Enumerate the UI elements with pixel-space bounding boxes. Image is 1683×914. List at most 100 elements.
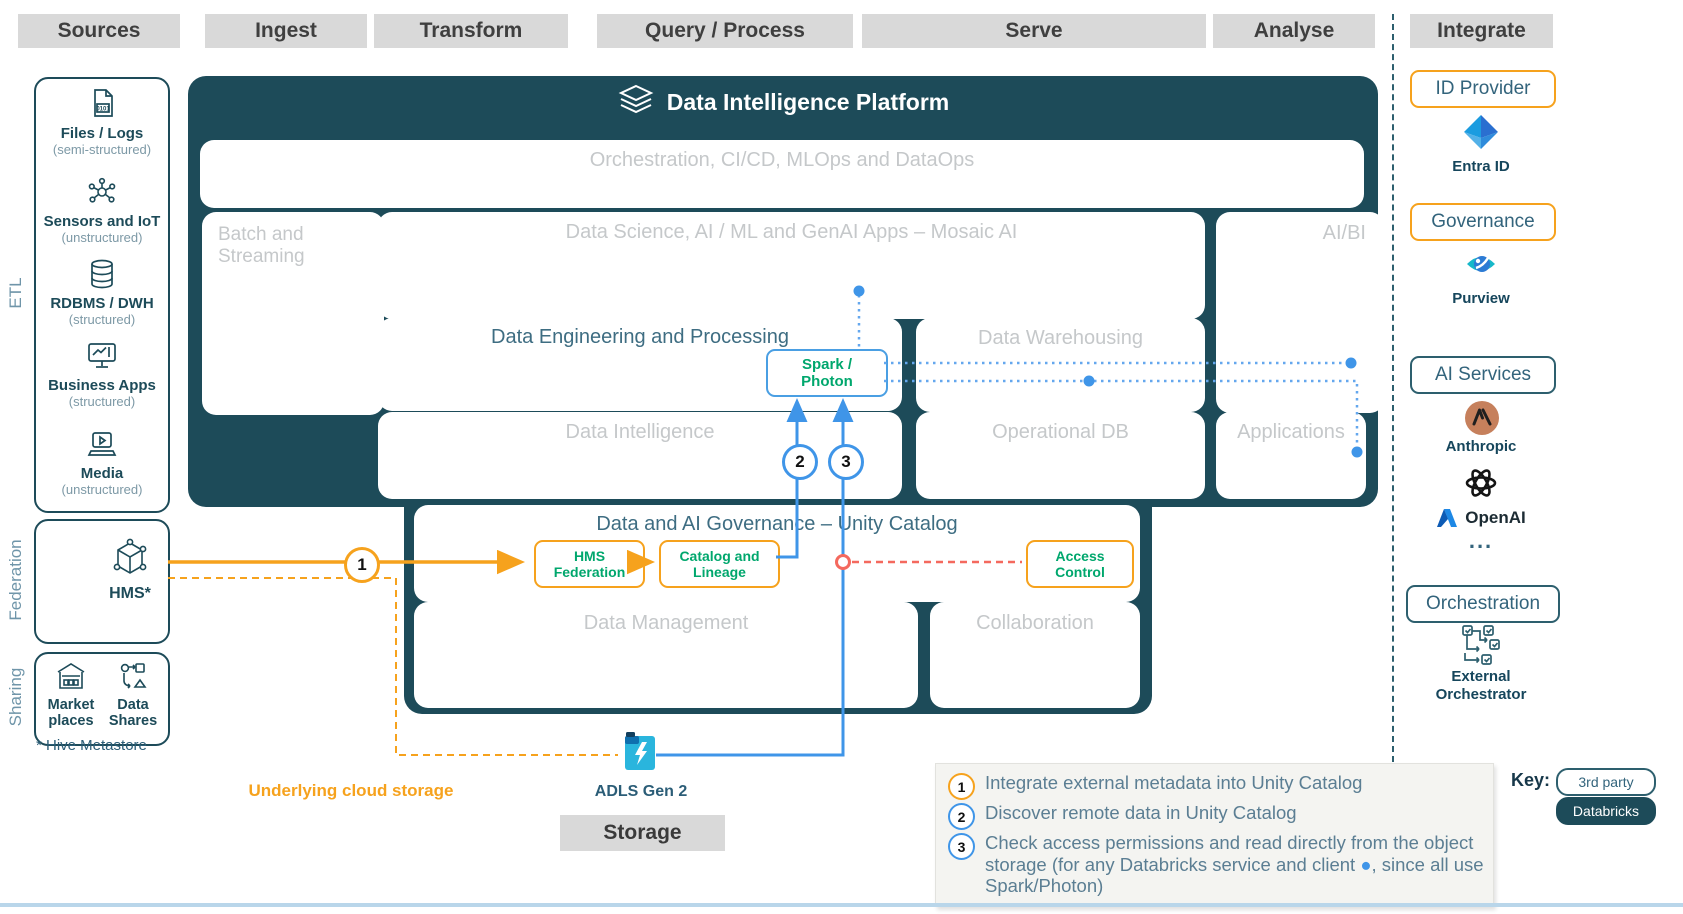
entra-id-icon [1461,112,1501,152]
hms-federation-label: HMS Federation [553,548,626,580]
legend-marker-3: 3 [948,833,975,860]
openai-label: OpenAI [1465,508,1526,527]
source-sub: (unstructured) [61,482,143,497]
hms-item: HMS* [102,537,158,602]
box-data-warehousing: Data Warehousing [916,318,1205,412]
box-operational-db: Operational DB [916,412,1205,499]
data-management-label: Data Management [583,612,749,634]
data-shares-label: Data Shares [108,697,158,729]
legend-item-1: 1 Integrate external metadata into Unity… [948,772,1485,800]
hms-cube-icon [110,537,150,581]
more-services-ellipsis: ... [1468,528,1494,553]
chip-orchestration: Orchestration [1406,585,1560,623]
data-shares-item: Data Shares [104,660,162,729]
header-serve: Serve [862,14,1206,48]
source-label: RDBMS / DWH [50,295,154,312]
adls-icon [622,730,658,774]
marketplaces-label: Market places [47,697,95,729]
entra-id-label: Entra ID [1452,158,1510,175]
catalog-lineage-label: Catalog and Lineage [679,548,760,580]
platform-title-row: Data Intelligence Platform [188,84,1378,120]
box-access-control: Access Control [1026,540,1134,588]
chip-governance: Governance [1410,203,1556,241]
cloud-storage-label: Underlying cloud storage [248,781,454,800]
side-label-etl: ETL [6,277,25,309]
legend-text-1: Integrate external metadata into Unity C… [985,772,1363,793]
box-hms-federation: HMS Federation [534,540,645,588]
source-label: Media [80,465,124,482]
header-query-process: Query / Process [597,14,853,48]
box-aibi: AI/BI [1216,212,1384,413]
bottom-divider [0,903,1683,907]
sources-panel: 0101 Files / Logs (semi-structured) Sens… [34,77,170,513]
data-shares-icon [116,660,150,692]
svg-text:0101: 0101 [96,107,110,113]
openai-row: OpenAI [1420,508,1542,528]
source-label: Files / Logs [60,125,144,142]
external-orchestrator-icon [1459,624,1503,666]
integrate-separator [1392,14,1394,762]
spark-photon-label: Spark / Photon [801,356,853,390]
source-sub: (structured) [68,312,136,327]
box-batch-streaming: Batch and Streaming [202,212,384,415]
box-collaboration: Collaboration [930,602,1140,708]
legend-text-3: Check access permissions and read direct… [985,832,1485,897]
box-orchestration: Orchestration, CI/CD, MLOps and DataOps [200,140,1364,208]
access-control-label: Access Control [1055,548,1105,580]
marketplaces-item: Market places [42,660,100,729]
box-data-science: Data Science, AI / ML and GenAI Apps – M… [378,212,1205,319]
box-spark-photon: Spark / Photon [766,349,888,397]
header-transform: Transform [374,14,568,48]
storage-header: Storage [560,815,725,851]
source-business-apps: Business Apps (structured) [36,339,168,409]
source-media: Media (unstructured) [36,429,168,497]
platform-title: Data Intelligence Platform [666,88,950,115]
source-label: Business Apps [48,377,156,394]
key-chip-databricks: Databricks [1556,797,1656,825]
source-sub: (structured) [68,394,136,409]
hive-metastore-note: * Hive Metastore [36,737,147,754]
header-ingest: Ingest [205,14,367,48]
chip-ai-services: AI Services [1410,356,1556,394]
openai-icon [1462,464,1500,502]
marketplace-icon [54,660,88,692]
databricks-layers-icon [617,84,655,120]
legend-item-3: 3 Check access permissions and read dire… [948,832,1485,897]
source-sensors-iot: Sensors and IoT (unstructured) [36,175,168,245]
legend-text-3-pre: Check access permissions and read direct… [985,832,1474,875]
legend-item-2: 2 Discover remote data in Unity Catalog [948,802,1485,830]
legend-marker-2: 2 [948,803,975,830]
federation-panel: HMS* [34,519,170,644]
key-label: Key: [1510,770,1550,790]
database-icon [85,257,119,291]
anthropic-label: Anthropic [1445,438,1517,455]
legend-text-2: Discover remote data in Unity Catalog [985,802,1297,823]
legend-marker-1: 1 [948,773,975,800]
header-analyse: Analyse [1213,14,1375,48]
purview-icon [1463,246,1499,282]
chip-id-provider: ID Provider [1410,70,1556,108]
anthropic-icon [1464,400,1500,436]
source-rdbms-dwh: RDBMS / DWH (structured) [36,257,168,327]
box-data-management: Data Management [414,602,918,708]
key-chip-3rd-party: 3rd party [1556,768,1656,796]
legend-panel: 1 Integrate external metadata into Unity… [935,763,1494,907]
sensors-icon [85,175,119,209]
legend-text-3-post: , since all use Spark/Photon) [985,853,1484,897]
side-label-federation: Federation [6,539,25,621]
source-files-logs: 0101 Files / Logs (semi-structured) [36,87,168,157]
sharing-panel: Market places Data Shares [34,652,170,746]
business-apps-icon [84,339,120,373]
flow-marker-3: 3 [828,444,864,480]
purview-label: Purview [1452,290,1510,307]
collaboration-label: Collaboration [976,612,1094,634]
box-catalog-lineage: Catalog and Lineage [659,540,780,588]
batch-label: Batch and Streaming [218,224,305,267]
azure-icon [1436,508,1458,528]
source-label: Sensors and IoT [43,213,161,230]
source-sub: (semi-structured) [52,142,152,157]
header-sources: Sources [18,14,180,48]
media-icon [84,429,120,461]
side-label-sharing: Sharing [6,667,25,727]
